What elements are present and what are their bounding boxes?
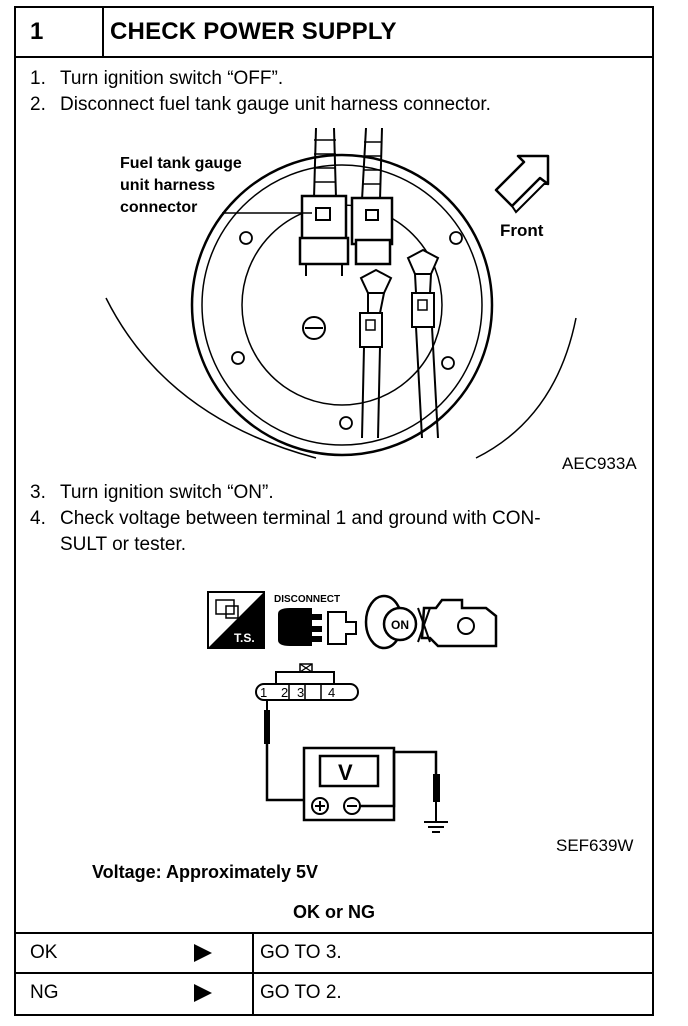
- instruction-step-4: 4. Check voltage between terminal 1 and g…: [30, 506, 541, 532]
- header-divider: [102, 8, 104, 56]
- terminal-2-label: 2: [281, 685, 288, 700]
- arrow-right-icon: [194, 984, 212, 1002]
- step-num: 3.: [30, 482, 46, 503]
- instruction-step-4-cont: SULT or tester.: [60, 534, 187, 555]
- voltmeter-icon: V: [302, 746, 396, 822]
- ground-symbol-icon: [424, 821, 448, 833]
- engine-icon: [417, 598, 498, 648]
- cell-divider: [252, 974, 254, 1014]
- step-num: 2.: [30, 94, 46, 115]
- callout-label-line1: Fuel tank gauge: [120, 155, 242, 172]
- arrow-right-icon: [194, 944, 212, 962]
- instruction-step-1: 1. Turn ignition switch “OFF”.: [30, 66, 283, 92]
- procedure-frame: 1 CHECK POWER SUPPLY 1. Turn ignition swi…: [14, 6, 654, 1016]
- tester-icon: T.S.: [207, 591, 265, 649]
- step-text: Turn ignition switch “OFF”.: [60, 68, 284, 89]
- front-label: Front: [500, 221, 544, 240]
- procedure-title: CHECK POWER SUPPLY: [110, 18, 397, 45]
- harness-connector-terminals: 1 2 3 4: [255, 663, 359, 701]
- voltage-spec: Voltage: Approximately 5V: [92, 862, 319, 882]
- result-action: GO TO 2.: [260, 982, 342, 1003]
- ts-label: T.S.: [234, 631, 255, 645]
- terminal-1-label: 1: [260, 685, 267, 700]
- ok-or-ng-title: OK or NG: [292, 902, 375, 922]
- on-label: ON: [391, 618, 409, 632]
- step-text: Turn ignition switch “ON”.: [60, 482, 274, 503]
- procedure-header: 1 CHECK POWER SUPPLY: [16, 8, 652, 58]
- figure-code-1: AEC933A: [562, 454, 637, 473]
- step-number: 1: [30, 18, 44, 45]
- callout-label-line2: unit harness: [120, 177, 215, 194]
- terminal-4-label: 4: [328, 685, 335, 700]
- result-table: OK GO TO 3. NG GO TO 2.: [16, 932, 652, 1014]
- step-num: 4.: [30, 508, 46, 529]
- step-text: Disconnect fuel tank gauge unit harness …: [60, 94, 491, 115]
- meter-label: V: [338, 760, 353, 785]
- disconnect-label: DISCONNECT: [274, 594, 340, 605]
- result-action: GO TO 3.: [260, 942, 342, 963]
- ignition-key-icon: ON: [364, 594, 418, 650]
- result-label: OK: [30, 942, 58, 963]
- step-num: 1.: [30, 68, 46, 89]
- terminal-3-label: 3: [297, 685, 304, 700]
- voltage-check-diagram: T.S. DISCONNECT ON: [207, 591, 498, 833]
- fuel-tank-gauge-illustration: Fuel tank gauge unit harness connector F…: [105, 127, 577, 459]
- result-row-ng: NG GO TO 2.: [16, 974, 652, 1014]
- instruction-step-3: 3. Turn ignition switch “ON”.: [30, 480, 274, 506]
- figure-code-2: SEF639W: [556, 836, 634, 855]
- cell-divider: [252, 934, 254, 972]
- result-label: NG: [30, 982, 59, 1003]
- disconnect-icon: DISCONNECT: [274, 594, 357, 646]
- callout-label-line3: connector: [120, 199, 197, 216]
- step-text: Check voltage between terminal 1 and gro…: [60, 508, 541, 529]
- instruction-step-2: 2. Disconnect fuel tank gauge unit harnes…: [30, 92, 491, 118]
- front-arrow-icon: [494, 154, 550, 214]
- result-row-ok: OK GO TO 3.: [16, 934, 652, 974]
